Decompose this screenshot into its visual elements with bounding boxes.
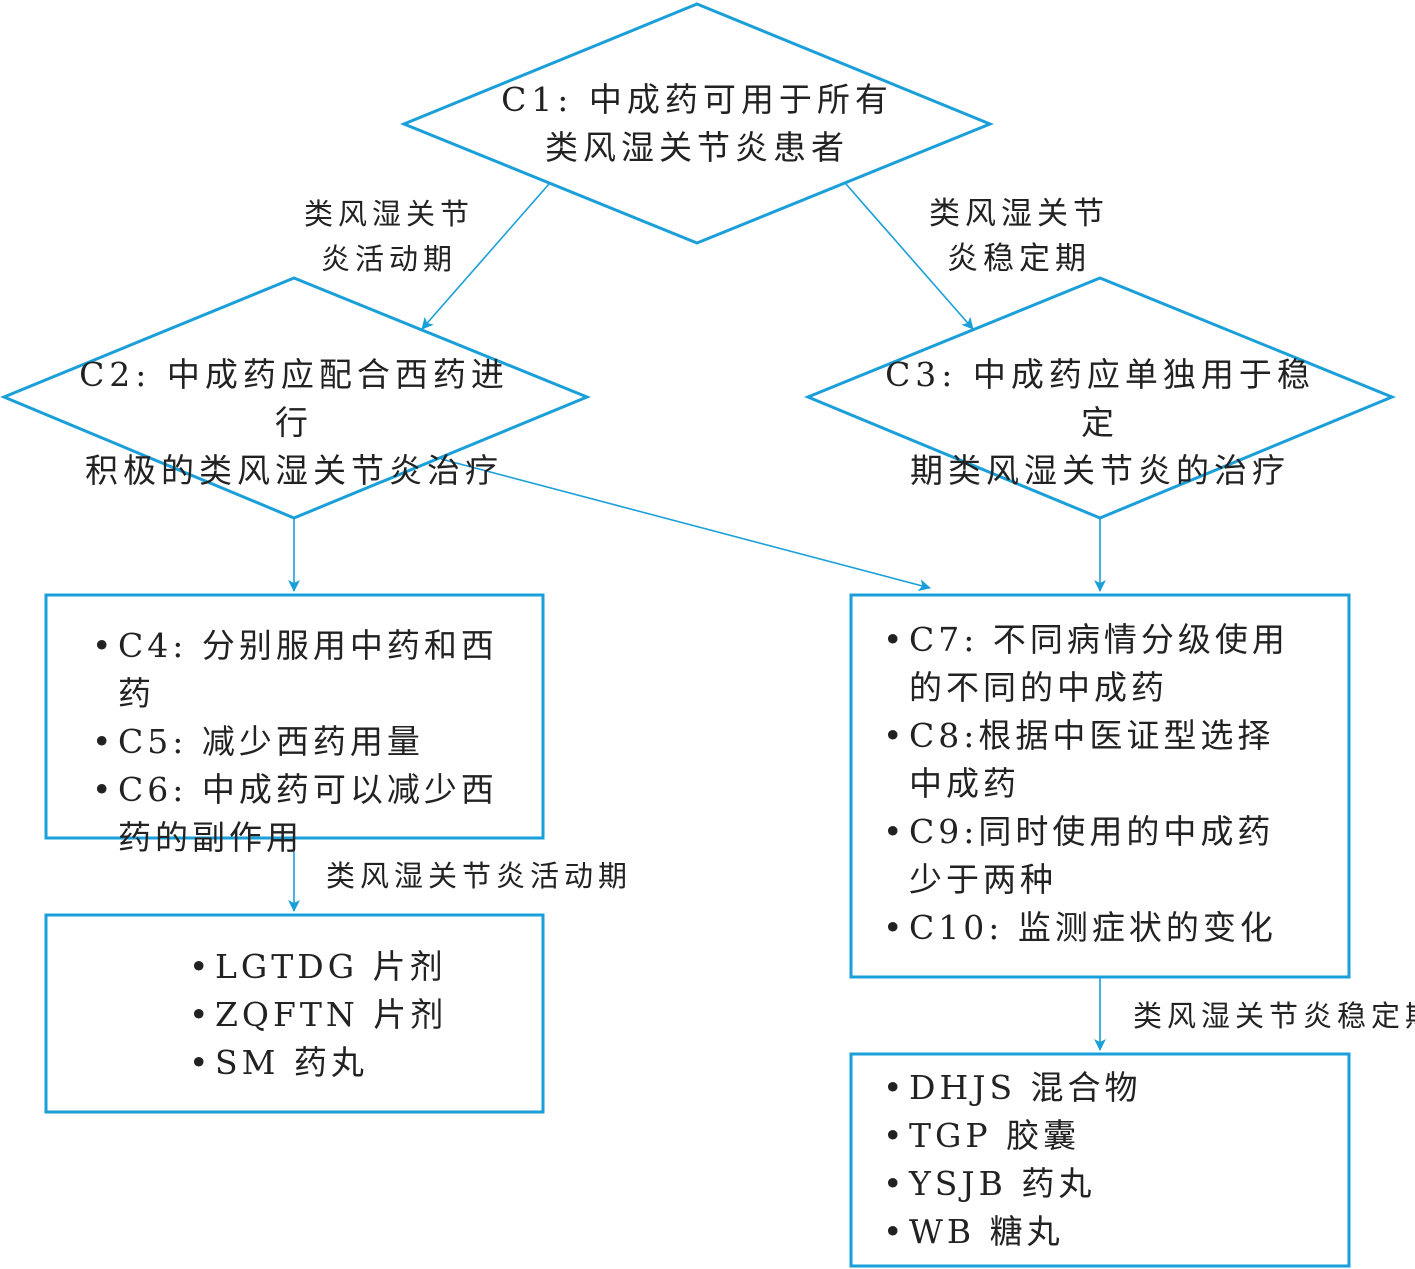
list-item: C9:同时使用的中成药少于两种 <box>883 808 1308 904</box>
edge-label-stable-line1: 类风湿关节 <box>929 196 1109 232</box>
list-item: C10: 监测症状的变化 <box>883 904 1308 952</box>
box-drugs-active-shape <box>44 913 545 1114</box>
list-item: C6: 中成药可以减少西药的副作用 <box>92 766 512 862</box>
list-item: LGTDG 片剂 <box>189 943 509 991</box>
decision-c2-line1: C2: 中成药应配合西药进行 <box>79 355 509 442</box>
arrow-c1-to-c3 <box>845 183 974 330</box>
edge-label-stable-phase: 类风湿关节 炎稳定期 <box>921 192 1117 282</box>
list-item: C7: 不同病情分级使用的不同的中成药 <box>883 616 1308 712</box>
edge-label-active-phase: 类风湿关节 炎活动期 <box>296 192 482 282</box>
decision-c1-line2: 类风湿关节炎患者 <box>545 128 849 167</box>
edge-label-active-line2: 炎活动期 <box>320 242 457 276</box>
edge-label-stable-line2: 炎稳定期 <box>947 241 1091 277</box>
edge-label-active-line1: 类风湿关节 <box>303 197 474 231</box>
list-item: C5: 减少西药用量 <box>92 718 512 766</box>
decision-c2-line2: 积极的类风湿关节炎治疗 <box>85 451 503 490</box>
list-item: TGP 胶囊 <box>883 1112 1303 1160</box>
list-item: C4: 分别服用中药和西药 <box>92 622 512 718</box>
list-item: YSJB 药丸 <box>883 1160 1303 1208</box>
box-drugs-active-list: LGTDG 片剂 ZQFTN 片剂 SM 药丸 <box>189 943 509 1087</box>
decision-c1-line1: C1: 中成药可用于所有 <box>501 80 893 119</box>
decision-c3-line1: C3: 中成药应单独用于稳定 <box>885 355 1315 442</box>
box-drugs-stable-shape <box>849 1052 1351 1268</box>
box-active-list: C4: 分别服用中药和西药 C5: 减少西药用量 C6: 中成药可以减少西药的副… <box>92 622 512 862</box>
decision-c1-text: C1: 中成药可用于所有 类风湿关节炎患者 <box>477 76 917 172</box>
arrow-c2-to-box-stable <box>440 458 931 591</box>
list-item: ZQFTN 片剂 <box>189 991 509 1039</box>
edge-label-stable-to-drugs: 类风湿关节炎稳定期 <box>1133 999 1415 1033</box>
box-drugs-stable-list: DHJS 混合物 TGP 胶囊 YSJB 药丸 WB 糖丸 <box>883 1064 1303 1256</box>
arrow-c1-to-c2 <box>421 183 550 330</box>
decision-c1-shape <box>400 2 994 245</box>
box-stable-list: C7: 不同病情分级使用的不同的中成药 C8:根据中医证型选择中成药 C9:同时… <box>883 616 1308 952</box>
decision-c3-line2: 期类风湿关节炎的治疗 <box>910 451 1290 490</box>
list-item: C8:根据中医证型选择中成药 <box>883 712 1308 808</box>
decision-c3-text: C3: 中成药应单独用于稳定 期类风湿关节炎的治疗 <box>868 351 1332 495</box>
list-item: SM 药丸 <box>189 1039 509 1087</box>
edge-label-active-to-drugs: 类风湿关节炎活动期 <box>326 859 633 893</box>
list-item: DHJS 混合物 <box>883 1064 1303 1112</box>
list-item: WB 糖丸 <box>883 1208 1303 1256</box>
decision-c2-text: C2: 中成药应配合西药进行 积极的类风湿关节炎治疗 <box>64 351 524 495</box>
